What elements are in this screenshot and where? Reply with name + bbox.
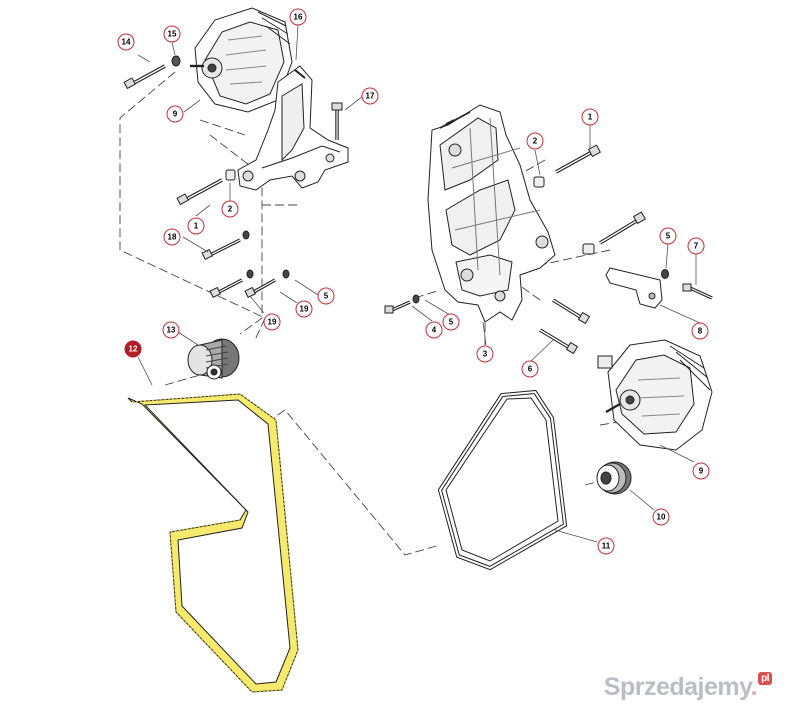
callout-7[interactable]: 7: [687, 237, 705, 255]
bolt-4: [384, 294, 420, 314]
mounting-bracket-3: [427, 104, 556, 323]
bolt-mid-right: [552, 298, 591, 325]
alternator-top: [190, 7, 293, 113]
svg-text:11: 11: [602, 542, 611, 551]
svg-text:13: 13: [167, 326, 176, 335]
bolt-19-a: [209, 269, 254, 299]
callout-16[interactable]: 16: [289, 8, 307, 26]
callout-4[interactable]: 4: [425, 321, 443, 339]
callout-8[interactable]: 8: [691, 322, 709, 340]
bolt-19-b: [244, 269, 290, 299]
callout-5-center[interactable]: 5: [442, 313, 460, 331]
watermark-dot: .: [750, 673, 758, 701]
callout-2-right[interactable]: 2: [526, 132, 544, 150]
callout-11[interactable]: 11: [597, 537, 615, 555]
svg-text:1: 1: [588, 113, 593, 122]
bolt-14: [123, 64, 166, 90]
callout-15[interactable]: 15: [163, 25, 181, 43]
bolt-upper-right: [599, 211, 647, 245]
callout-18[interactable]: 18: [163, 228, 181, 246]
svg-text:10: 10: [657, 513, 666, 522]
belt-12-highlighted: [127, 393, 299, 693]
svg-text:4: 4: [432, 326, 437, 335]
callout-5-left[interactable]: 5: [317, 287, 335, 305]
washer-15: [171, 55, 181, 67]
callout-1-left[interactable]: 1: [187, 217, 205, 235]
bolt-18: [201, 230, 250, 261]
svg-text:7: 7: [694, 242, 699, 251]
spacer-right: [582, 243, 595, 255]
bolt-1-right: [555, 144, 601, 174]
spacer-2-left: [225, 169, 236, 181]
callout-9-right[interactable]: 9: [692, 462, 710, 480]
spacer-2-right: [533, 176, 545, 188]
svg-text:6: 6: [528, 365, 533, 374]
svg-text:8: 8: [698, 327, 703, 336]
callout-9-top[interactable]: 9: [166, 105, 184, 123]
svg-text:2: 2: [228, 205, 233, 214]
callout-17[interactable]: 17: [361, 87, 379, 105]
svg-text:9: 9: [173, 110, 178, 119]
svg-text:12: 12: [129, 345, 138, 354]
callout-12-highlighted[interactable]: 12: [124, 340, 142, 358]
callout-14[interactable]: 14: [117, 33, 135, 51]
callout-13[interactable]: 13: [162, 321, 180, 339]
svg-text:17: 17: [366, 92, 375, 101]
svg-text:5: 5: [666, 232, 671, 241]
nut-5-right: [661, 269, 669, 279]
callout-1-right[interactable]: 1: [581, 108, 599, 126]
leader-lines: [137, 24, 701, 543]
watermark-tld: pl: [758, 672, 772, 685]
svg-text:19: 19: [268, 318, 277, 327]
svg-text:5: 5: [449, 318, 454, 327]
svg-text:14: 14: [122, 38, 131, 47]
bracket-top: [237, 65, 349, 191]
belt-11: [437, 389, 568, 571]
callout-2-left[interactable]: 2: [221, 200, 239, 218]
pulley-10: [596, 461, 632, 495]
bolt-17: [331, 102, 343, 140]
watermark-logo: Sprzedajemy.pl: [603, 672, 772, 702]
svg-text:3: 3: [483, 350, 488, 359]
bolt-6: [539, 328, 579, 355]
callout-10[interactable]: 10: [652, 508, 670, 526]
svg-text:2: 2: [533, 137, 538, 146]
callout-19-a[interactable]: 19: [263, 313, 281, 331]
plate-8: [605, 267, 663, 309]
bolt-7: [682, 283, 713, 300]
svg-text:19: 19: [300, 305, 309, 314]
svg-text:18: 18: [168, 233, 177, 242]
svg-text:1: 1: [194, 222, 199, 231]
svg-text:9: 9: [699, 467, 704, 476]
bolt-1-left: [176, 178, 223, 206]
callout-6[interactable]: 6: [521, 360, 539, 378]
callouts: 14 15 16 17 9 1 2 18 19 19 5 2 1 5 7 4 5…: [117, 8, 710, 555]
svg-text:16: 16: [294, 13, 303, 22]
callout-3[interactable]: 3: [476, 345, 494, 363]
alternator-right: [597, 339, 713, 451]
callout-19-b[interactable]: 19: [295, 300, 313, 318]
svg-text:5: 5: [324, 292, 329, 301]
pulley-13: [187, 338, 240, 380]
watermark-name: Sprzedajemy: [603, 673, 751, 701]
svg-text:15: 15: [168, 30, 177, 39]
callout-5-right[interactable]: 5: [659, 227, 677, 245]
